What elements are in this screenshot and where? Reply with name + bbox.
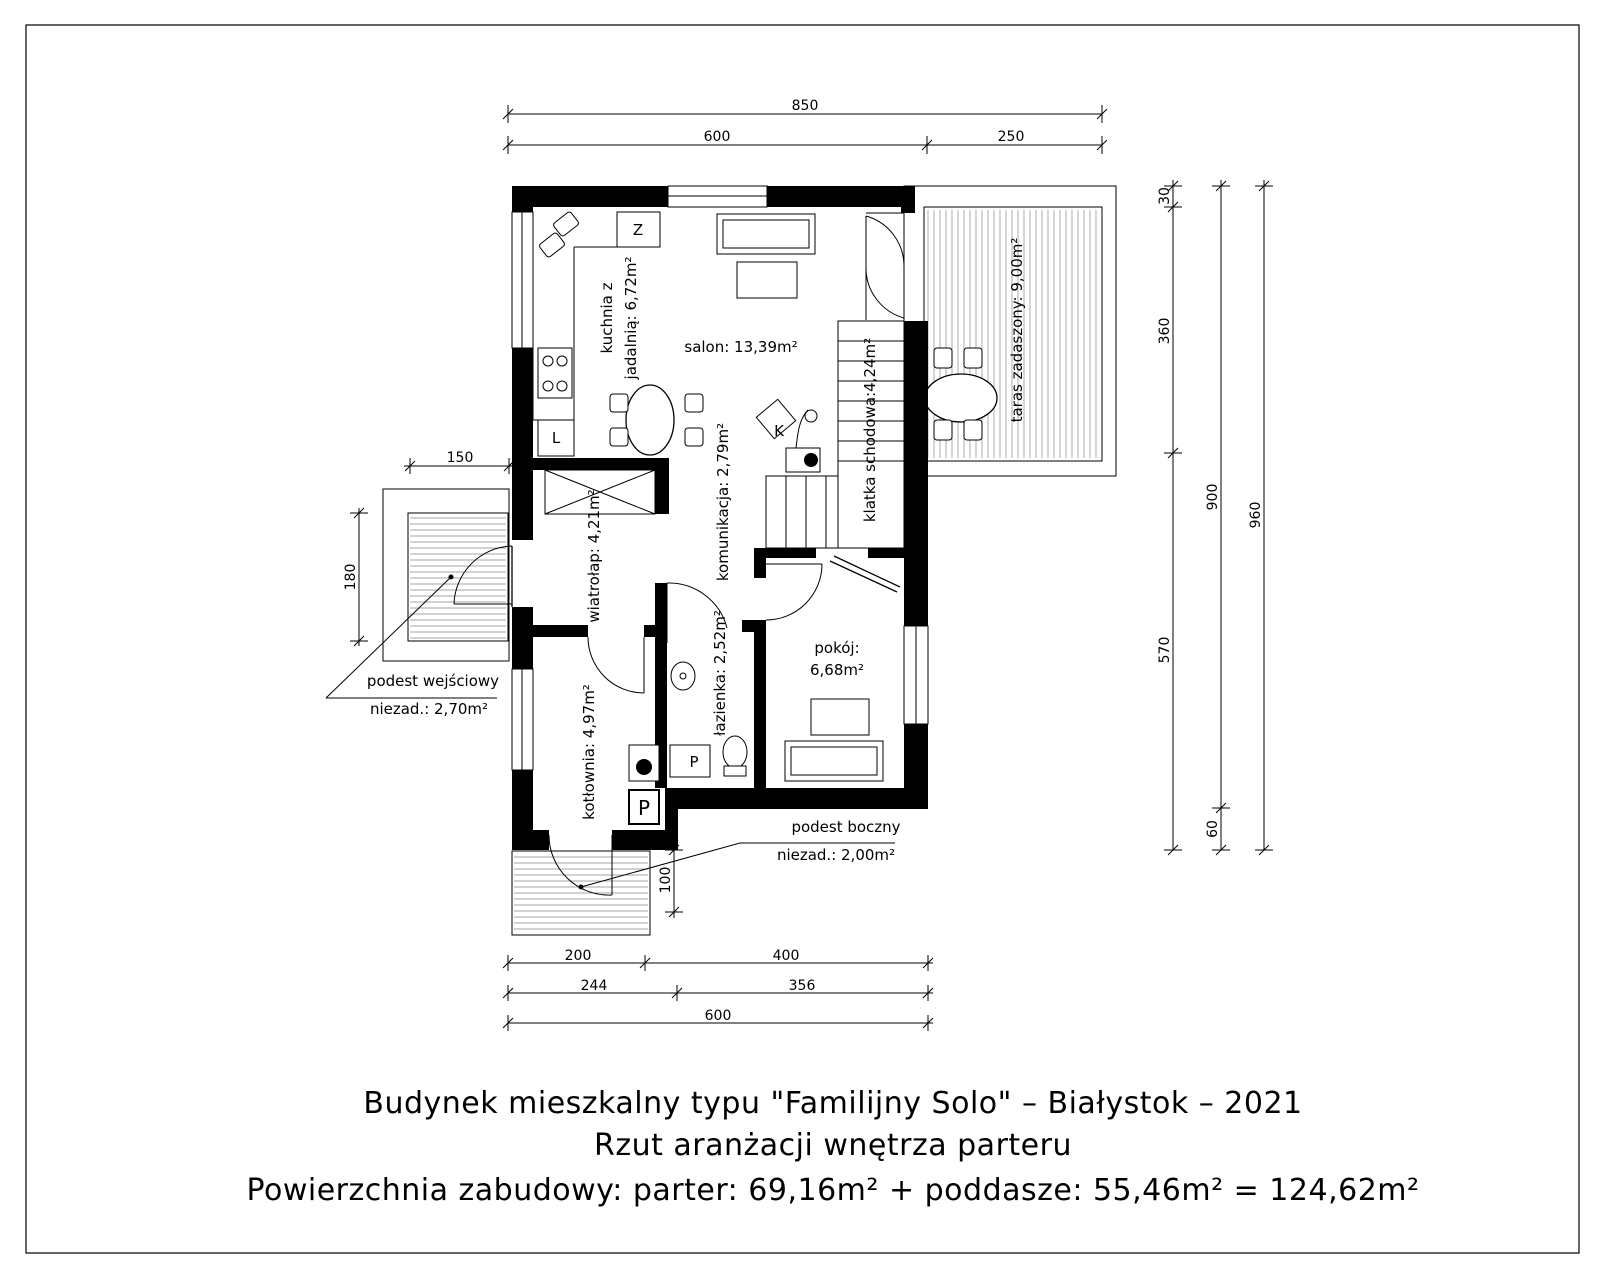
- room-kitchen-line2: jadalnią: 6,72m²: [622, 257, 640, 381]
- staircase: [765, 320, 905, 549]
- fridge-label: Z: [633, 221, 643, 239]
- room-pokoj-line1: pokój:: [814, 639, 859, 657]
- boiler-p-label: P: [638, 796, 650, 820]
- dim-900: 900: [1205, 484, 1221, 511]
- dim-244: 244: [581, 978, 608, 994]
- furniture: [532, 211, 901, 825]
- toilet-icon: [722, 735, 748, 777]
- fireplace-label: K: [774, 422, 785, 440]
- dim-400: 400: [773, 948, 800, 964]
- dimension-lines: [350, 105, 1273, 1031]
- bath-p-label: P: [689, 753, 698, 771]
- room-taras: taras zadaszony: 9,00m²: [1008, 238, 1026, 423]
- drawing-frame: [25, 24, 1580, 1254]
- podest-boczny-line1: podest boczny: [791, 818, 900, 836]
- room-salon: salon: 13,39m²: [684, 338, 797, 356]
- dim-200: 200: [565, 948, 592, 964]
- title-line1: Budynek mieszkalny typu "Familijny Solo"…: [363, 1086, 1302, 1121]
- stove-icon: [537, 347, 573, 399]
- dim-356: 356: [789, 978, 816, 994]
- title-line2: Rzut aranżacji wnętrza parteru: [594, 1128, 1072, 1163]
- room-lazienka: łazienka: 2,52m²: [711, 610, 729, 736]
- washbasin-icon: [670, 661, 696, 691]
- dim-100: 100: [658, 867, 674, 894]
- dim-360: 360: [1157, 318, 1173, 345]
- dim-600-top: 600: [704, 129, 731, 145]
- dim-60: 60: [1205, 820, 1221, 838]
- room-wiatrolap: wiatrołap: 4,21m²: [585, 489, 603, 622]
- room-klatka: klatka schodowa:4,24m²: [861, 338, 879, 522]
- dim-180: 180: [343, 564, 359, 591]
- vestibule-wardrobe: [544, 469, 656, 515]
- podest-wejsciowy-line2: niezad.: 2,70m²: [370, 700, 488, 718]
- washer-label: L: [552, 429, 561, 447]
- podest-boczny-line2: niezad.: 2,00m²: [777, 846, 895, 864]
- room-kotlownia: kotłownia: 4,97m²: [580, 684, 598, 820]
- dim-30: 30: [1157, 187, 1173, 205]
- doors: [453, 212, 905, 896]
- side-landing: [326, 697, 895, 936]
- dim-250: 250: [998, 129, 1025, 145]
- walls: [511, 185, 929, 850]
- dim-600-bottom: 600: [705, 1008, 732, 1024]
- entry-landing: [325, 488, 510, 699]
- title-line3: Powierzchnia zabudowy: parter: 69,16m² +…: [246, 1173, 1419, 1208]
- room-komunikacja: komunikacja: 2,79m²: [714, 423, 732, 581]
- dim-850: 850: [792, 98, 819, 114]
- dim-150: 150: [447, 450, 474, 466]
- dim-570: 570: [1157, 637, 1173, 664]
- dim-960: 960: [1248, 502, 1264, 529]
- room-kitchen-line1: kuchnia z: [598, 282, 616, 353]
- sink-icon: [539, 211, 579, 258]
- room-pokoj-line2: 6,68m²: [810, 661, 864, 679]
- podest-wejsciowy-line1: podest wejściowy: [367, 672, 499, 690]
